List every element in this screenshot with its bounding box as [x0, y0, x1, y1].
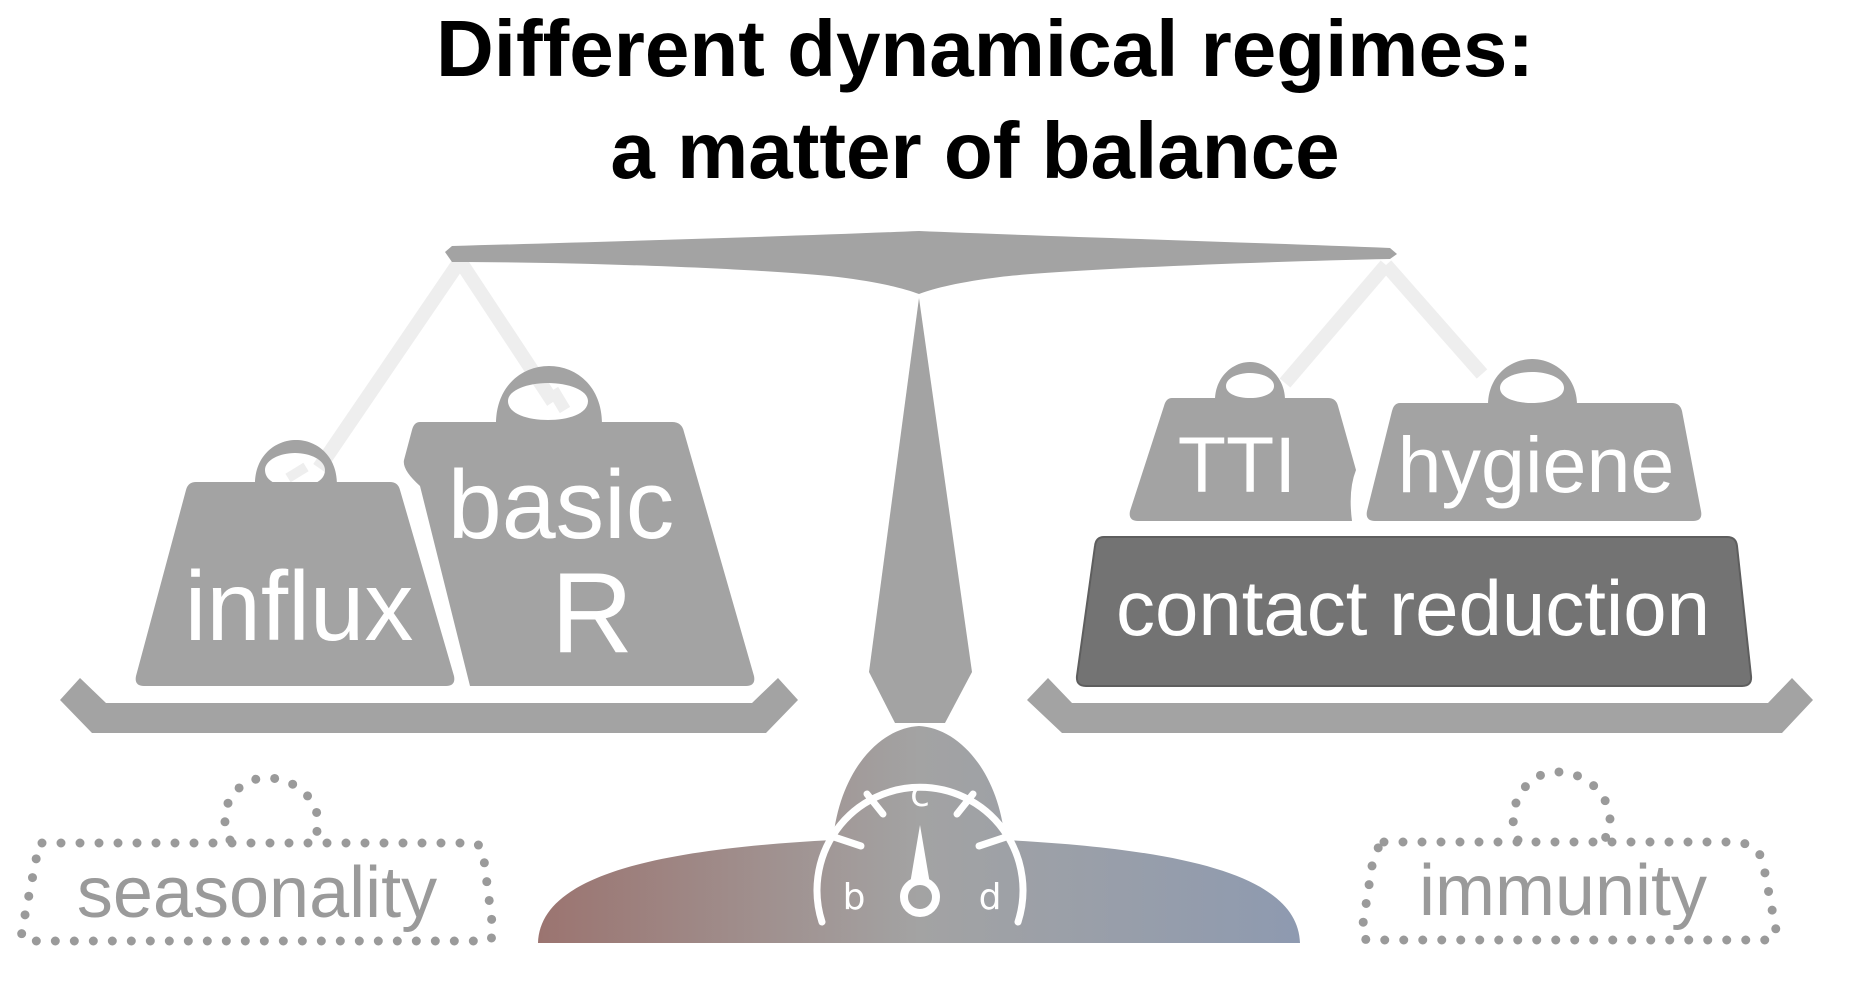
right-pan: [1027, 678, 1813, 733]
weight-basic-r-ring: [496, 366, 602, 424]
gauge-tick-2: [863, 790, 887, 818]
weight-influx-label: influx: [185, 551, 414, 661]
left-pan: [60, 678, 798, 733]
gauge-tick-3: [953, 790, 977, 818]
ghost-seasonality-ring: [220, 773, 323, 845]
gauge-label-c: c: [910, 774, 930, 815]
weight-influx-ring: [255, 440, 337, 487]
right-string-tti: [1279, 260, 1392, 388]
weight-hygiene-ring: [1488, 359, 1577, 405]
ghost-immunity-label: immunity: [1419, 851, 1707, 931]
gauge-tick-1: [830, 833, 865, 850]
left-string-influx: [313, 257, 466, 472]
weight-hygiene: hygiene: [1366, 359, 1702, 521]
gauge-tick-4: [975, 833, 1010, 850]
gauge-needle: [910, 825, 930, 884]
gauge: [813, 783, 1027, 926]
weight-basic-r-label-line2: R: [551, 550, 633, 677]
weight-hygiene-body: [1366, 403, 1702, 521]
ghost-seasonality-label: seasonality: [77, 853, 437, 933]
ghost-weight-seasonality: [17, 773, 498, 946]
weight-basic-r-label-line1: basic: [448, 450, 674, 559]
gauge-label-d: d: [979, 877, 1002, 918]
right-string-hygiene: [1380, 260, 1488, 379]
weight-tti-label: TTI: [1178, 420, 1296, 509]
ghost-weight-immunity: [1357, 767, 1781, 945]
gauge-arc: [813, 783, 1027, 926]
title-line-2: a matter of balance: [610, 106, 1339, 195]
weight-contact-reduction-body: [1075, 536, 1753, 687]
scale-pillar: [869, 298, 972, 723]
weight-influx: influx: [135, 440, 455, 686]
weight-contact-reduction: contact reduction: [1075, 536, 1753, 687]
weight-influx-body: [135, 482, 455, 686]
ghost-immunity-ring: [1508, 767, 1615, 845]
weight-basic-r: basic R: [403, 366, 755, 686]
gauge-hub: [900, 877, 940, 917]
title-line-1: Different dynamical regimes:: [436, 4, 1534, 93]
weight-contact-reduction-label: contact reduction: [1116, 564, 1710, 652]
right-strings: [1279, 260, 1488, 388]
gauge-label-b: b: [843, 877, 866, 918]
weight-tti-body: [1129, 398, 1356, 521]
scale-beam: [445, 231, 1397, 294]
basic-r-string-tail: [547, 386, 571, 414]
weight-tti: TTI: [1129, 362, 1356, 521]
weight-basic-r-body: [403, 422, 755, 686]
weight-hygiene-label: hygiene: [1398, 420, 1675, 509]
influx-string-tail: [285, 462, 309, 483]
ghost-immunity-outline: [1357, 837, 1781, 945]
weight-tti-ring: [1215, 362, 1285, 400]
